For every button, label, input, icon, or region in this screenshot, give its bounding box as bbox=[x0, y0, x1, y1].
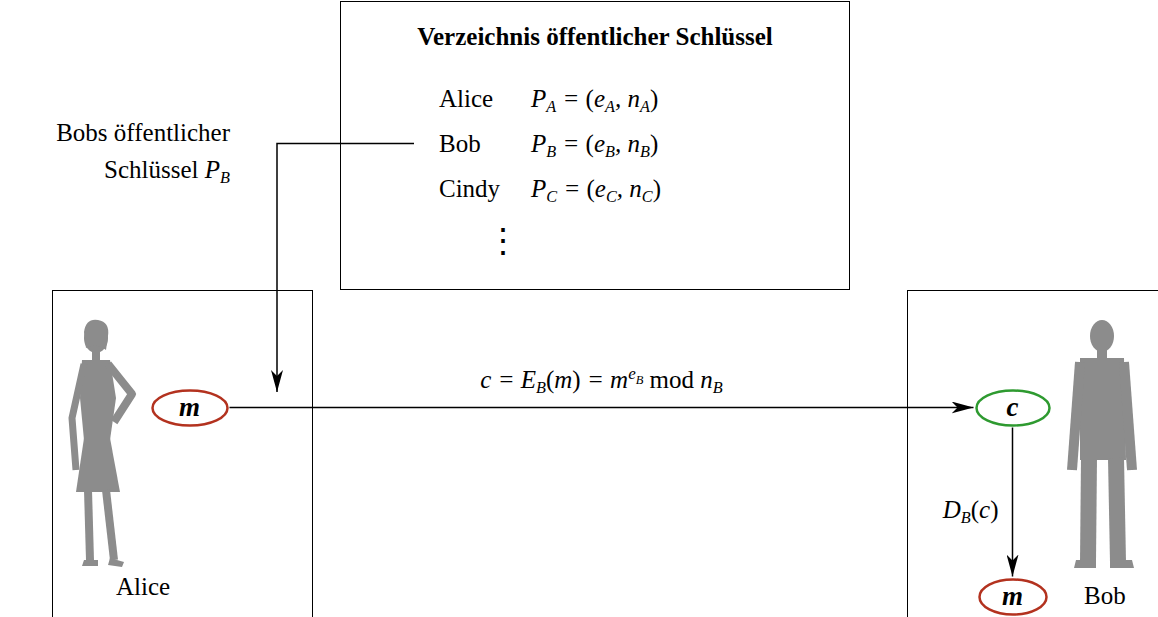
figure-foot bbox=[1074, 560, 1096, 568]
text-part: e bbox=[628, 364, 636, 383]
figure-foot bbox=[108, 558, 124, 567]
text-part: A bbox=[640, 98, 650, 116]
figure-leg bbox=[1088, 458, 1089, 562]
text-part: ) bbox=[572, 366, 580, 393]
decryption-formula: DB(c) bbox=[943, 496, 999, 528]
person-name: Bob bbox=[1084, 582, 1126, 611]
person-name: Bob bbox=[439, 130, 481, 159]
text-part: ) bbox=[650, 130, 658, 157]
text-part: mod bbox=[650, 366, 694, 393]
directory-title: Verzeichnis öffentlicher Schlüssel bbox=[341, 23, 849, 52]
plaintext-ellipse: m bbox=[978, 578, 1048, 616]
encryption-formula: c = EB(m) = meB mod nB bbox=[480, 364, 722, 398]
text-part: C bbox=[642, 188, 653, 206]
person-name: Cindy bbox=[439, 175, 500, 204]
figure-leg bbox=[106, 490, 114, 560]
text-part: B bbox=[961, 509, 971, 527]
ellipse-shape bbox=[976, 390, 1049, 425]
figure-torso bbox=[1080, 358, 1126, 460]
public-key: PA = (eA, nA) bbox=[531, 85, 658, 117]
ellipse-shape bbox=[152, 390, 227, 425]
figure-head bbox=[1090, 320, 1114, 352]
text-part: ) bbox=[650, 85, 658, 112]
person-name: Alice bbox=[439, 85, 493, 114]
text-part: ) bbox=[653, 175, 661, 202]
ellipse-shape bbox=[979, 579, 1046, 614]
figure-leg bbox=[88, 490, 90, 560]
text-part: B bbox=[546, 143, 556, 161]
figure-leg bbox=[1116, 458, 1118, 562]
text-part: B bbox=[605, 143, 615, 161]
text-part: B bbox=[536, 379, 546, 397]
sender-box: Alice m bbox=[52, 290, 313, 617]
text-part: B bbox=[220, 169, 230, 187]
person-name: Alice bbox=[116, 573, 170, 602]
figure-foot bbox=[82, 560, 98, 566]
figure-skirt bbox=[76, 438, 120, 492]
text-part: C bbox=[606, 188, 617, 206]
figure-arm bbox=[1124, 362, 1132, 470]
public-key: PB = (eB, nB) bbox=[531, 130, 658, 162]
ciphertext-ellipse: c bbox=[975, 389, 1051, 427]
figure-foot bbox=[1110, 560, 1134, 568]
symbol-text: m bbox=[1002, 583, 1023, 610]
text-part: ( bbox=[587, 175, 595, 202]
symbol-text: c bbox=[1007, 394, 1019, 421]
key-label: Bobs öffentlicher Schlüssel PB bbox=[5, 114, 230, 190]
text-part: A bbox=[546, 98, 556, 116]
figure-hair bbox=[84, 320, 108, 350]
text-part: B bbox=[640, 143, 650, 161]
public-key: PC = (eC, nC) bbox=[531, 175, 661, 207]
text-part: C bbox=[546, 188, 557, 206]
bob-figure bbox=[1072, 320, 1134, 568]
key-directory-box: Verzeichnis öffentlicher SchlüsselAliceP… bbox=[340, 1, 850, 290]
symbol-text: m bbox=[179, 394, 200, 421]
text-part: ) bbox=[990, 496, 998, 523]
plaintext-ellipse: m bbox=[151, 389, 229, 427]
text-part: B bbox=[713, 379, 723, 397]
ellipsis-dots: ⋮ bbox=[486, 224, 520, 258]
text-part: A bbox=[605, 98, 615, 116]
key-lookup-line bbox=[277, 144, 414, 393]
text-part: P bbox=[205, 156, 220, 183]
text-part: ( bbox=[971, 496, 979, 523]
text-part: ( bbox=[586, 130, 594, 157]
text-part: ( bbox=[586, 85, 594, 112]
figure-arm bbox=[108, 364, 132, 422]
alice-figure bbox=[72, 320, 132, 567]
text-part: ( bbox=[546, 366, 554, 393]
message-arrow bbox=[1012, 428, 1014, 577]
figure-arm bbox=[1072, 362, 1080, 470]
receiver-box: Bob c m bbox=[907, 290, 1158, 617]
text-part: B bbox=[636, 373, 644, 387]
message-arrow bbox=[230, 407, 974, 409]
